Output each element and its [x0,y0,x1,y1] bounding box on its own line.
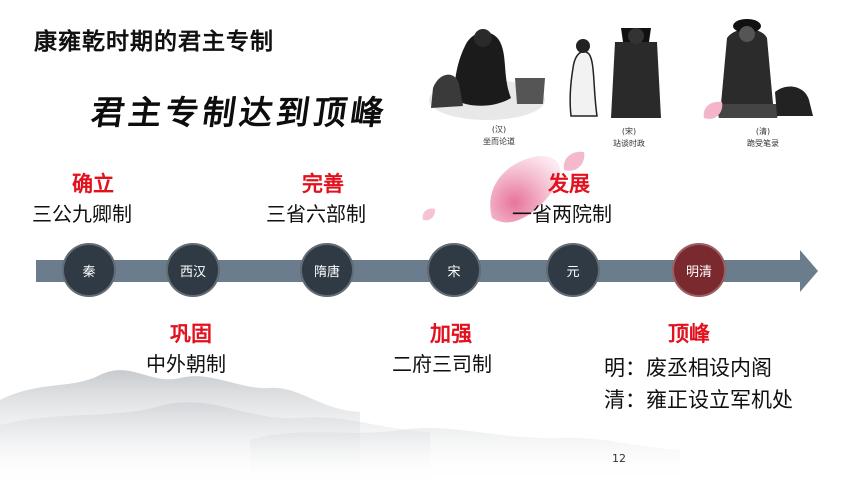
event-heading-consolidate: 巩固 [170,322,212,346]
song-scene-image [569,28,661,118]
qing-dynasty-caption: (清) [756,126,770,136]
petal-decoration-right [703,101,723,119]
event-heading-perfect: 完善 [302,172,344,196]
petal-decoration-large [490,155,561,223]
han-caption: 坐而论道 [483,136,515,146]
court-scenes-illustration: (汉) 坐而论道 (宋) 站谈时政 (清) 跪受笔录 [429,19,813,148]
timeline-node-yuan: 元 [546,243,600,297]
page-subtitle: 君主专制达到顶峰 [88,93,391,132]
event-detail-ming: 明：废丞相设内阁 [604,356,772,380]
event-detail-two-offices: 二府三司制 [392,352,492,376]
timeline-node-qin: 秦 [62,243,116,297]
timeline-node-song: 宋 [427,243,481,297]
event-detail-one-province: 一省两院制 [512,202,612,226]
han-dynasty-caption: (汉) [492,125,506,134]
song-dynasty-caption: (宋) [622,126,636,136]
event-detail-inner-outer-court: 中外朝制 [146,352,226,376]
han-scene-image [429,29,545,120]
page-title: 康雍乾时期的君主专制 [34,28,274,55]
song-caption: 站谈时政 [613,138,645,148]
petal-decoration-tiny [422,208,436,221]
event-heading-develop: 发展 [548,172,590,196]
petal-decoration-small [563,151,585,171]
ink-mountain-background [0,370,680,484]
event-detail-three-lords: 三公九卿制 [32,202,132,226]
timeline-node-sui-tang: 隋唐 [300,243,354,297]
timeline-node-ming-qing: 明清 [672,243,726,297]
event-detail-three-departments: 三省六部制 [266,202,366,226]
event-detail-qing: 清：雍正设立军机处 [604,388,793,412]
qing-caption: 跪受笔录 [747,138,779,148]
event-heading-strengthen: 加强 [430,322,472,346]
page-number: 12 [612,452,626,465]
event-heading-establish: 确立 [72,172,114,196]
event-heading-peak: 顶峰 [668,322,710,346]
timeline-node-western-han: 西汉 [166,243,220,297]
qing-scene-image [715,19,813,118]
